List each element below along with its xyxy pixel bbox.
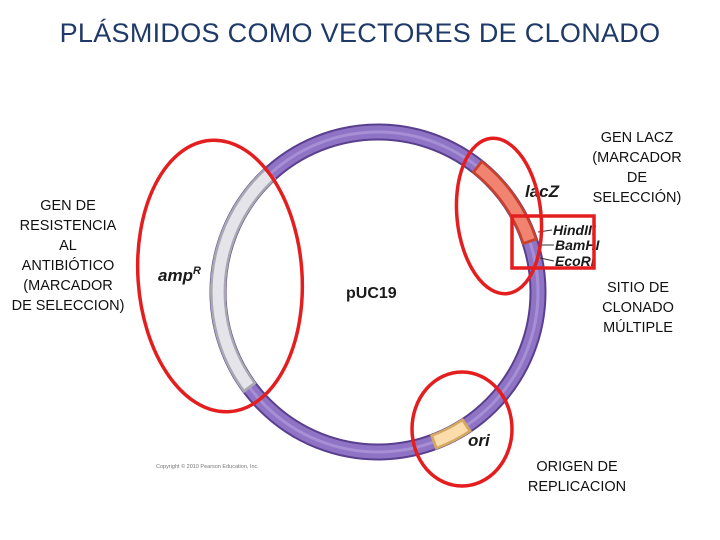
resistance-gene-caption: GEN DE RESISTENCIA AL ANTIBIÓTICO (MARCA… [11,198,125,314]
lacz-gene-caption: GEN LACZ (MARCADOR DE SELECCIÓN) [592,130,682,206]
ori-caption: ORIGEN DE REPLICACION [527,459,627,495]
restriction-site-bamhi: BamHI [555,237,600,253]
lacz-gene-label: lacZ [525,182,560,201]
annotation-marks [135,136,596,488]
restriction-site-hindiii: HindIII [553,222,597,238]
mcs-box [510,214,596,270]
page-title: PLÁSMIDOS COMO VECTORES DE CLONADO [59,18,661,48]
copyright-notice: Copyright © 2010 Pearson Education, Inc. [156,463,259,470]
mcs-caption: SITIO DE CLONADO MÚLTIPLE [602,280,674,336]
ori-ellipse [410,370,514,488]
ampr-gene-label: ampR [158,265,201,285]
plasmid-name-label: pUC19 [346,285,397,302]
restriction-site-ecori: EcoRI [555,253,596,269]
lacz-gene-ellipse [454,136,544,296]
ori-label: ori [468,431,491,450]
resistance-gene-ellipse [135,138,305,414]
